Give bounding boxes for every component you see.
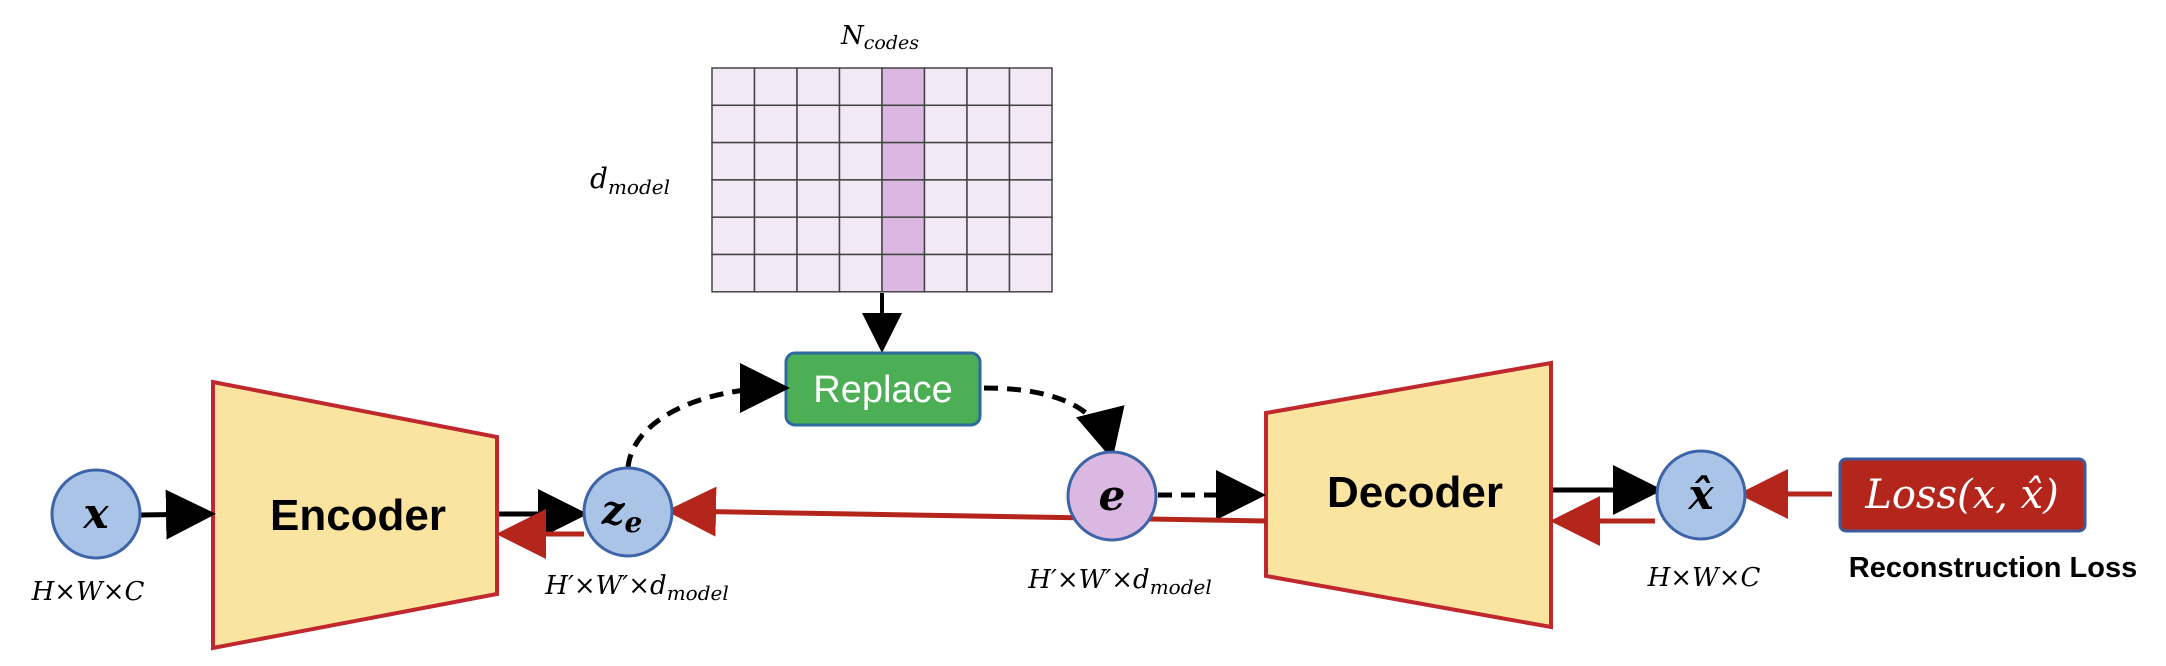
codebook-cell [923,216,968,256]
codebook-cell [923,179,968,218]
codebook-cell [966,253,1011,293]
node-e-label: e [1099,471,1126,520]
node-ze-shape: H′×W′×dmodel [544,571,728,605]
node-x-label: x [82,489,109,538]
node-x-shape: H×W×C [31,577,145,607]
replace-label: Replace [813,369,952,411]
codebook-cell [753,253,798,293]
codebook-cell [753,104,798,144]
x-to-encoder-arrow [139,489,216,540]
codebook-cell [796,67,841,107]
loss-caption: Reconstruction Loss [1849,552,2137,584]
codebook-cell [1008,216,1053,256]
codebook-cell-selected [881,253,926,293]
decoder-label: Decoder [1327,468,1503,517]
grad-decoder-to-ze-arrow [666,486,1267,537]
node-xhat-label: x̂ [1687,470,1714,519]
codebook-cell [1008,104,1053,144]
codebook-cell [838,67,883,107]
codebook-cell [1008,179,1053,218]
codebook-cell-selected [881,216,926,256]
node-x [50,468,142,560]
codebook-cell [1008,67,1053,107]
codebook-cell [711,179,756,218]
node-e [1066,450,1158,542]
codebook-cell [966,216,1011,256]
codebook-cell [711,253,756,293]
codebook-cell [966,104,1011,144]
codebook-cell [711,216,756,256]
codebook-cell [1008,253,1053,293]
codebook-grid [711,67,1053,293]
codebook-cell [923,104,968,144]
codebook-cell-selected [881,141,926,181]
codebook-cell [923,253,968,293]
codebook-cell [796,104,841,144]
codebook-cell [711,141,756,181]
codebook-cell [838,179,883,218]
ncodes-label: Ncodes [840,21,919,54]
codebook-cell [838,216,883,256]
codebook-cell-selected [881,104,926,144]
codebook-cell [923,67,968,107]
codebook-cell [1008,141,1053,181]
codebook-cell [838,104,883,144]
codebook-cell [838,253,883,293]
node-e-shape: H′×W′×dmodel [1027,565,1211,599]
loss-box [1838,457,2087,533]
codebook-cell [753,216,798,256]
node-xhat [1655,449,1747,541]
codebook-cell [711,104,756,144]
encoder-block [211,379,499,651]
loss-formula: Loss(x, x̂) [1864,472,2058,518]
codebook-cell [966,179,1011,218]
codebook-cell [966,67,1011,107]
node-xhat-shape: H×W×C [1647,563,1761,593]
node-ze [582,466,674,558]
codebook-cell [966,141,1011,181]
codebook-cell [753,141,798,181]
codebook-cell [838,141,883,181]
encoder-label: Encoder [270,491,446,540]
codebook-cell [753,179,798,218]
decoder-block [1264,360,1553,630]
codebook-cell-selected [881,67,926,107]
codebook-cell [711,67,756,107]
codebook-cell [796,179,841,218]
codebook-cell [753,67,798,107]
codebook-cell [796,253,841,293]
codebook-cell [796,216,841,256]
node-ze-label: ze [601,487,643,539]
replace-to-e-dashed-arrow [983,385,1125,460]
codebook-cell [923,141,968,181]
codebook-cell-selected [881,179,926,218]
dmodel-label: dmodel [590,162,670,199]
codebook-cell [796,141,841,181]
ze-to-replace-dashed-arrow [625,363,790,469]
